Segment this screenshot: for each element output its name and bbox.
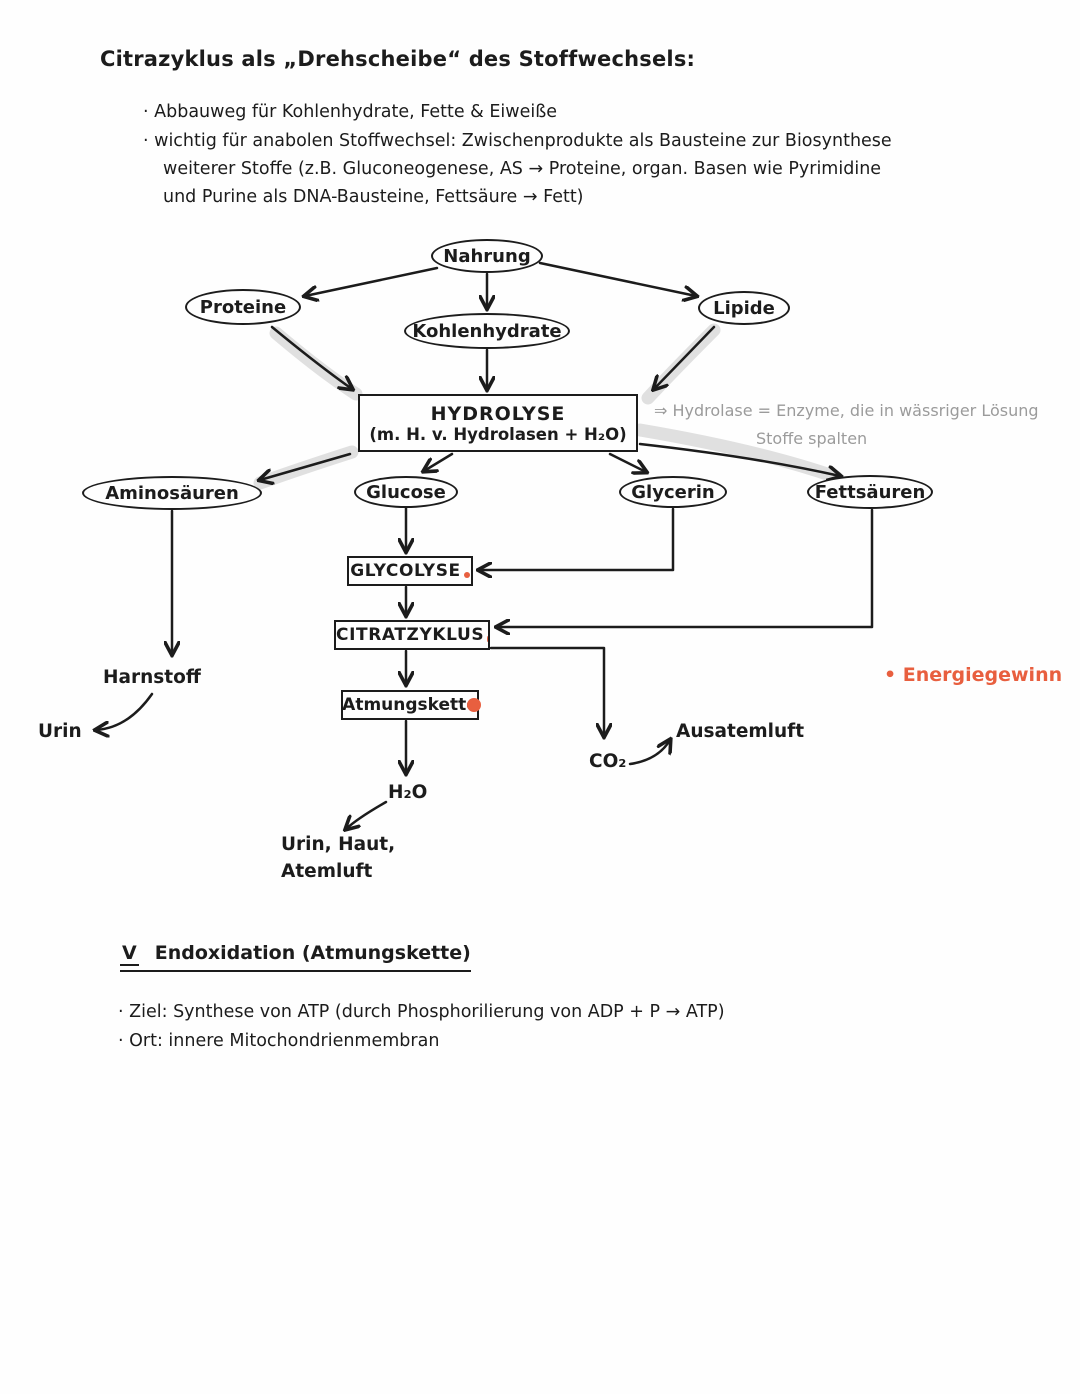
intro-bullet-1: · Abbauweg für Kohlenhydrate, Fette & Ei… (143, 102, 558, 122)
node-citratzyklus: CITRATZYKLUS (334, 620, 490, 650)
highlight-lipide-path (641, 323, 721, 405)
label-h2o: H₂O (388, 782, 428, 803)
highlight-aminosaeuren-path (253, 445, 359, 490)
node-hydrolyse: HYDROLYSE (m. H. v. Hydrolasen + H₂O) (358, 394, 638, 452)
hydrolyse-subtitle: (m. H. v. Hydrolasen + H₂O) (369, 424, 627, 444)
arrow-h2o-urin-haut (346, 800, 388, 829)
arrow-glycerin-glycolyse (479, 507, 675, 570)
intro-bullet-2: · wichtig für anabolen Stoffwechsel: Zwi… (143, 131, 892, 151)
node-lipide: Lipide (698, 291, 790, 325)
node-glycerin: Glycerin (619, 476, 727, 508)
section-bullet-ziel: · Ziel: Synthese von ATP (durch Phosphor… (118, 1002, 725, 1022)
section-bullet-ort: · Ort: innere Mitochondrienmembran (118, 1031, 440, 1051)
glycolyse-label: GLYCOLYSE (350, 561, 461, 581)
page-title: Citrazyklus als „Drehscheibe“ des Stoffw… (100, 47, 696, 71)
arrow-harnstoff-urin (96, 692, 154, 730)
hydrolase-note-line2: Stoffe spalten (756, 429, 868, 448)
label-harnstoff: Harnstoff (103, 667, 201, 688)
node-nahrung: Nahrung (431, 239, 543, 273)
label-ausatemluft: Ausatemluft (676, 721, 805, 742)
node-glucose: Glucose (354, 476, 458, 508)
section-heading-text: Endoxidation (Atmungskette) (154, 942, 471, 964)
node-proteine: Proteine (185, 289, 301, 325)
arrow-hydrolyse-glucose (424, 452, 454, 471)
section-numeral: V (120, 942, 139, 966)
red-dot-icon (463, 572, 470, 578)
section-heading: V Endoxidation (Atmungskette) (120, 942, 471, 972)
hydrolyse-title: HYDROLYSE (430, 402, 566, 425)
red-dot-icon (487, 636, 488, 642)
arrow-citratzyklus-co2 (489, 646, 604, 736)
intro-bullet-2-cont2: und Purine als DNA-Bausteine, Fettsäure … (163, 187, 584, 207)
highlight-proteine-path (269, 326, 363, 401)
citratzyklus-label: CITRATZYKLUS (336, 625, 485, 645)
node-aminosaeuren: Aminosäuren (82, 476, 262, 510)
label-atemluft: Atemluft (281, 861, 373, 882)
atmungskette-label: Atmungskette (342, 695, 478, 715)
hydrolase-note-line1: ⇒ Hydrolase = Enzyme, die in wässriger L… (654, 401, 1039, 420)
node-fettsaeuren: Fettsäuren (807, 475, 933, 509)
label-urin: Urin (38, 721, 82, 742)
arrow-proteine-hydrolyse (270, 325, 352, 389)
node-glycolyse: GLYCOLYSE (347, 556, 473, 586)
intro-bullet-2-cont: weiterer Stoffe (z.B. Gluconeogenese, AS… (163, 159, 882, 179)
arrow-hydrolyse-aminosaeuren (260, 452, 352, 480)
label-energiegewinn: • Energiegewinn (884, 664, 1063, 686)
node-atmungskette: Atmungskette (341, 690, 481, 720)
arrow-co2-ausatemluft (628, 740, 670, 766)
node-kohlenhydrate: Kohlenhydrate (404, 313, 570, 349)
arrow-nahrung-lipide (538, 261, 696, 296)
arrow-nahrung-proteine (305, 266, 439, 296)
label-urin-haut: Urin, Haut, (281, 834, 396, 855)
arrow-hydrolyse-glycerin (608, 452, 646, 472)
arrow-lipide-hydrolyse (654, 325, 716, 389)
label-co2: CO₂ (589, 751, 627, 772)
arrow-fettsaeuren-citratzyklus (497, 508, 874, 627)
red-circle-icon (467, 698, 481, 712)
